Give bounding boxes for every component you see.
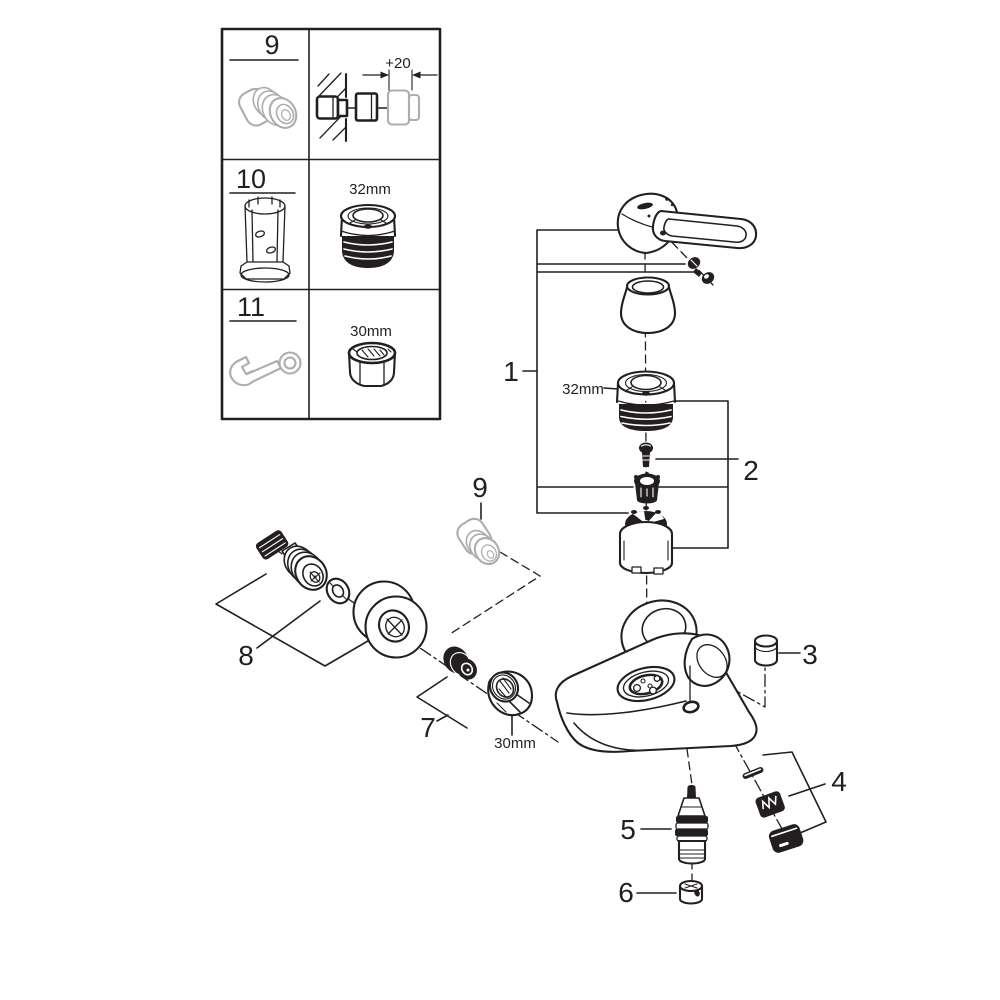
leader-32mm — [603, 387, 619, 390]
ring-nut-32-icon — [339, 203, 397, 268]
escutcheon — [352, 580, 428, 659]
clip-kit-centerline — [732, 740, 792, 846]
s-union — [255, 530, 328, 591]
table-row-9: 9 — [229, 30, 438, 143]
callout-4: 4 — [831, 766, 847, 797]
callout-6: 6 — [618, 877, 634, 908]
table-nut-30-cell: 30mm — [347, 323, 397, 388]
bracket-1 — [522, 229, 701, 514]
extension-fitting-icon — [238, 86, 298, 129]
table-number-10: 10 — [236, 164, 266, 194]
socket-tool-icon — [239, 196, 291, 283]
cartridge-screw — [639, 442, 653, 467]
fitting-icon — [354, 92, 379, 122]
ring-size-annotation: 32mm — [562, 381, 604, 398]
dimension-label: +20 — [385, 55, 410, 72]
callout-2: 2 — [743, 455, 759, 486]
table-number-9: 9 — [264, 30, 279, 60]
wrench-icon — [229, 351, 302, 387]
dimension-plus-20: +20 — [362, 55, 438, 91]
diverter-hole — [682, 700, 700, 714]
spline-adapter — [634, 472, 660, 504]
retaining-ring-32mm — [615, 370, 677, 431]
bracket-2 — [655, 400, 739, 549]
faucet-body — [554, 599, 758, 753]
callout-9: 9 — [472, 472, 488, 503]
tools-table: 9 — [220, 27, 442, 421]
callout-1: 1 — [503, 356, 519, 387]
installation-dimension-icon: +20 — [315, 55, 438, 143]
block-part-4 — [768, 824, 804, 853]
washer — [325, 577, 351, 605]
handle-screw — [687, 257, 702, 277]
body-shower-boss — [683, 633, 731, 687]
clip-part-4 — [755, 791, 785, 818]
bracket-7 — [416, 676, 468, 729]
ring-spec-label: 32mm — [349, 181, 391, 198]
extension-9-centerline — [449, 551, 541, 635]
lever-handle — [616, 192, 758, 255]
nut-size-annotation: 30mm — [494, 735, 536, 752]
table-row-10: 10 — [229, 164, 296, 283]
extension-ghost-icon — [386, 89, 411, 126]
pin-part-4 — [742, 767, 764, 779]
cartridge — [618, 506, 674, 575]
filter-insert — [443, 646, 477, 680]
union-nut-30mm — [487, 670, 534, 717]
callout-lines — [215, 229, 827, 894]
callout-7: 7 — [420, 712, 436, 743]
table-row-11: 11 — [229, 292, 302, 387]
callout-5: 5 — [620, 814, 636, 845]
handle-top-slot — [637, 202, 653, 210]
nut-spec-label: 30mm — [350, 323, 392, 340]
dome-cap — [619, 276, 677, 335]
hex-nut-30-icon — [347, 341, 397, 388]
cap-part-6 — [678, 879, 704, 905]
handle-plug — [701, 272, 715, 284]
table-number-11: 11 — [237, 292, 265, 322]
callout-3: 3 — [802, 639, 818, 670]
plug-part-3 — [753, 634, 779, 667]
handle-screw-hole — [660, 230, 666, 236]
callout-8: 8 — [238, 640, 254, 671]
diverter-part-5 — [675, 785, 709, 865]
extension-part-9 — [456, 517, 501, 565]
wall-union-icon — [315, 95, 340, 120]
cartridge-seat — [616, 665, 676, 703]
callout-labels: 1 2 3 4 5 6 7 8 9 32mm 30mm — [238, 356, 847, 908]
bracket-4 — [762, 751, 827, 834]
bracket-8 — [215, 573, 374, 667]
table-ring-32-cell: 32mm — [339, 181, 397, 268]
